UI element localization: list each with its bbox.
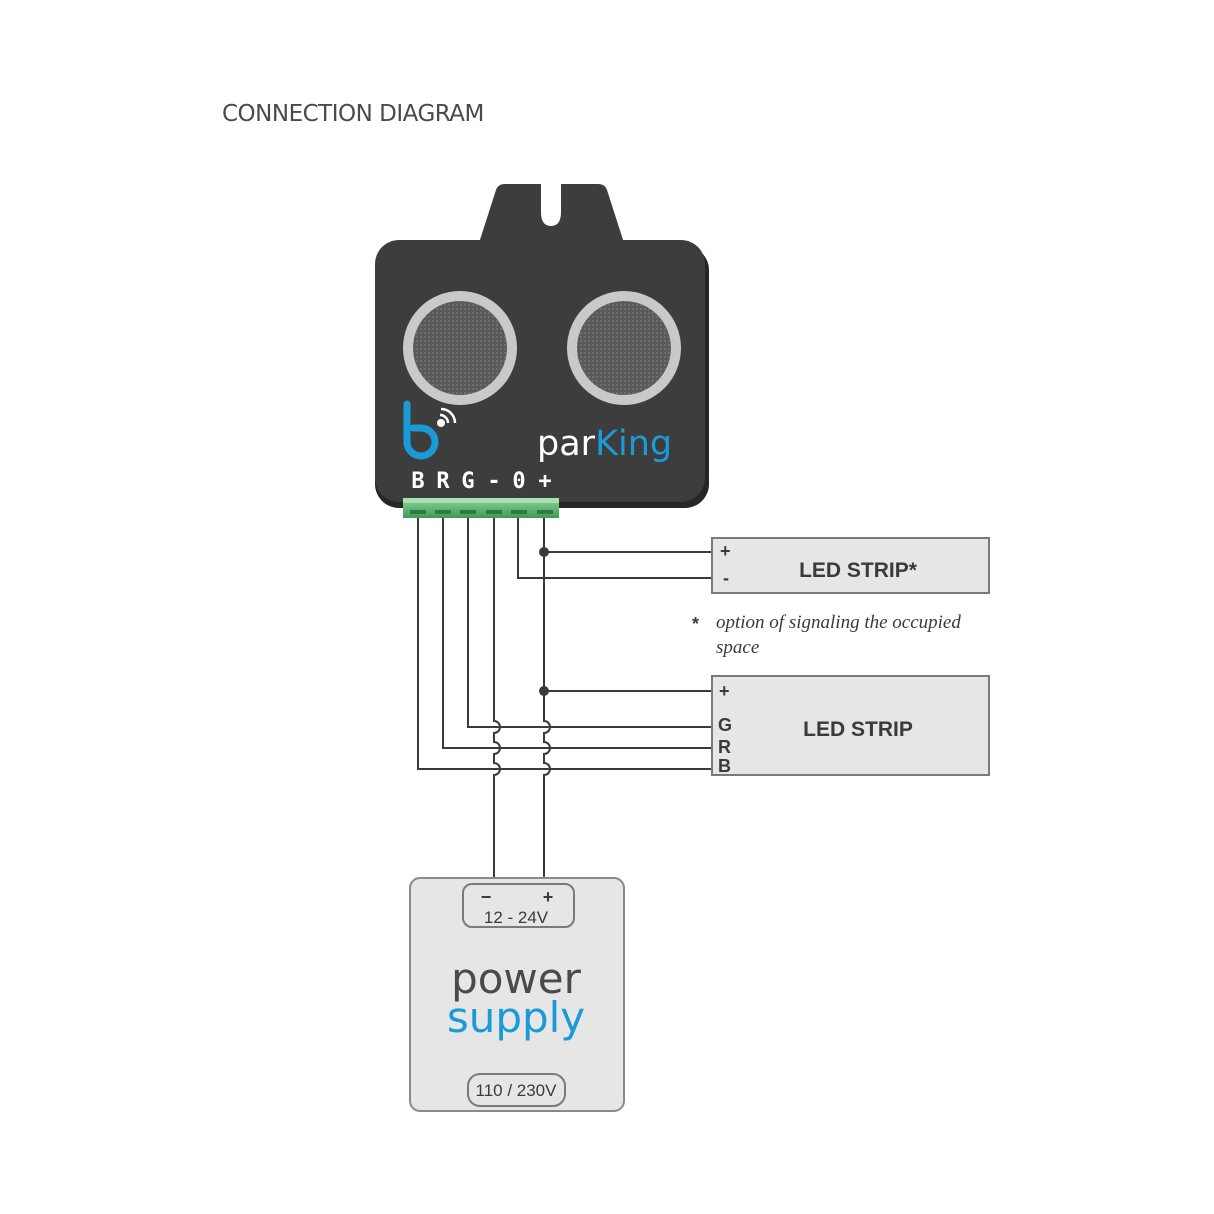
ultrasonic-transducer-left [403,291,517,405]
output-plus: + [543,887,554,907]
pin-label-r: R [436,469,450,494]
led-strip-rgb-plus: + [719,681,730,701]
footnote: * option of signaling the occupied space [692,612,961,658]
brand-name: parKing [537,424,672,464]
pin-label-zero: 0 [512,469,525,494]
wire-b [417,512,712,770]
led-strip-rgb-box [711,675,990,776]
wiring [417,512,712,880]
blebox-logo-icon [403,400,457,460]
led-strip-rgb-label: LED STRIP [803,718,913,741]
brand-part2: King [595,424,672,464]
footnote-line2: space [716,637,759,658]
input-voltage-badge [467,1073,566,1107]
led-strip-optional-plus: + [720,541,731,561]
pin-label-minus: - [487,469,500,494]
wire-r [442,512,712,749]
led-strip-optional-label: LED STRIP* [799,559,918,582]
led-strip-optional-box [711,537,990,594]
pin-label-g: G [461,469,474,494]
wire-g [467,512,712,728]
wire-plus-trunk [543,512,551,880]
page-title: CONNECTION DIAGRAM [222,101,484,127]
brand-part1: par [537,424,596,464]
footnote-line1: option of signaling the occupied [716,612,961,633]
pin-label-plus: + [538,469,551,494]
pin-label-b: B [411,469,424,494]
led-strip-rgb-g: G [718,715,732,735]
output-terminal-badge [462,883,575,928]
led-strip-rgb-b: B [718,756,731,776]
led-strip-optional: + - LED STRIP* [711,537,990,594]
power-word: power [451,954,582,1003]
wire-zero-to-strip-minus [517,512,712,579]
terminal-block [403,498,559,518]
input-voltage: 110 / 230V [476,1081,558,1100]
power-supply: − + 12 - 24V power supply 110 / 230V [409,877,625,1112]
led-strip-optional-minus: - [723,568,729,588]
pin-labels: B R G - 0 + [411,469,551,494]
wire-minus-to-power [493,512,501,880]
parking-sensor-device: parKing B R G - 0 + [375,184,709,518]
supply-word: supply [447,993,585,1042]
mounting-slot [541,184,561,226]
led-strip-rgb-r: R [718,737,731,757]
junction-dot [539,547,549,557]
output-minus: − [481,887,492,907]
junction-dot [539,686,549,696]
footnote-marker: * [692,614,699,634]
output-voltage: 12 - 24V [484,908,549,927]
power-supply-box [409,877,625,1112]
ultrasonic-transducer-right [567,291,681,405]
led-strip-rgb: + G R B LED STRIP [711,675,990,776]
